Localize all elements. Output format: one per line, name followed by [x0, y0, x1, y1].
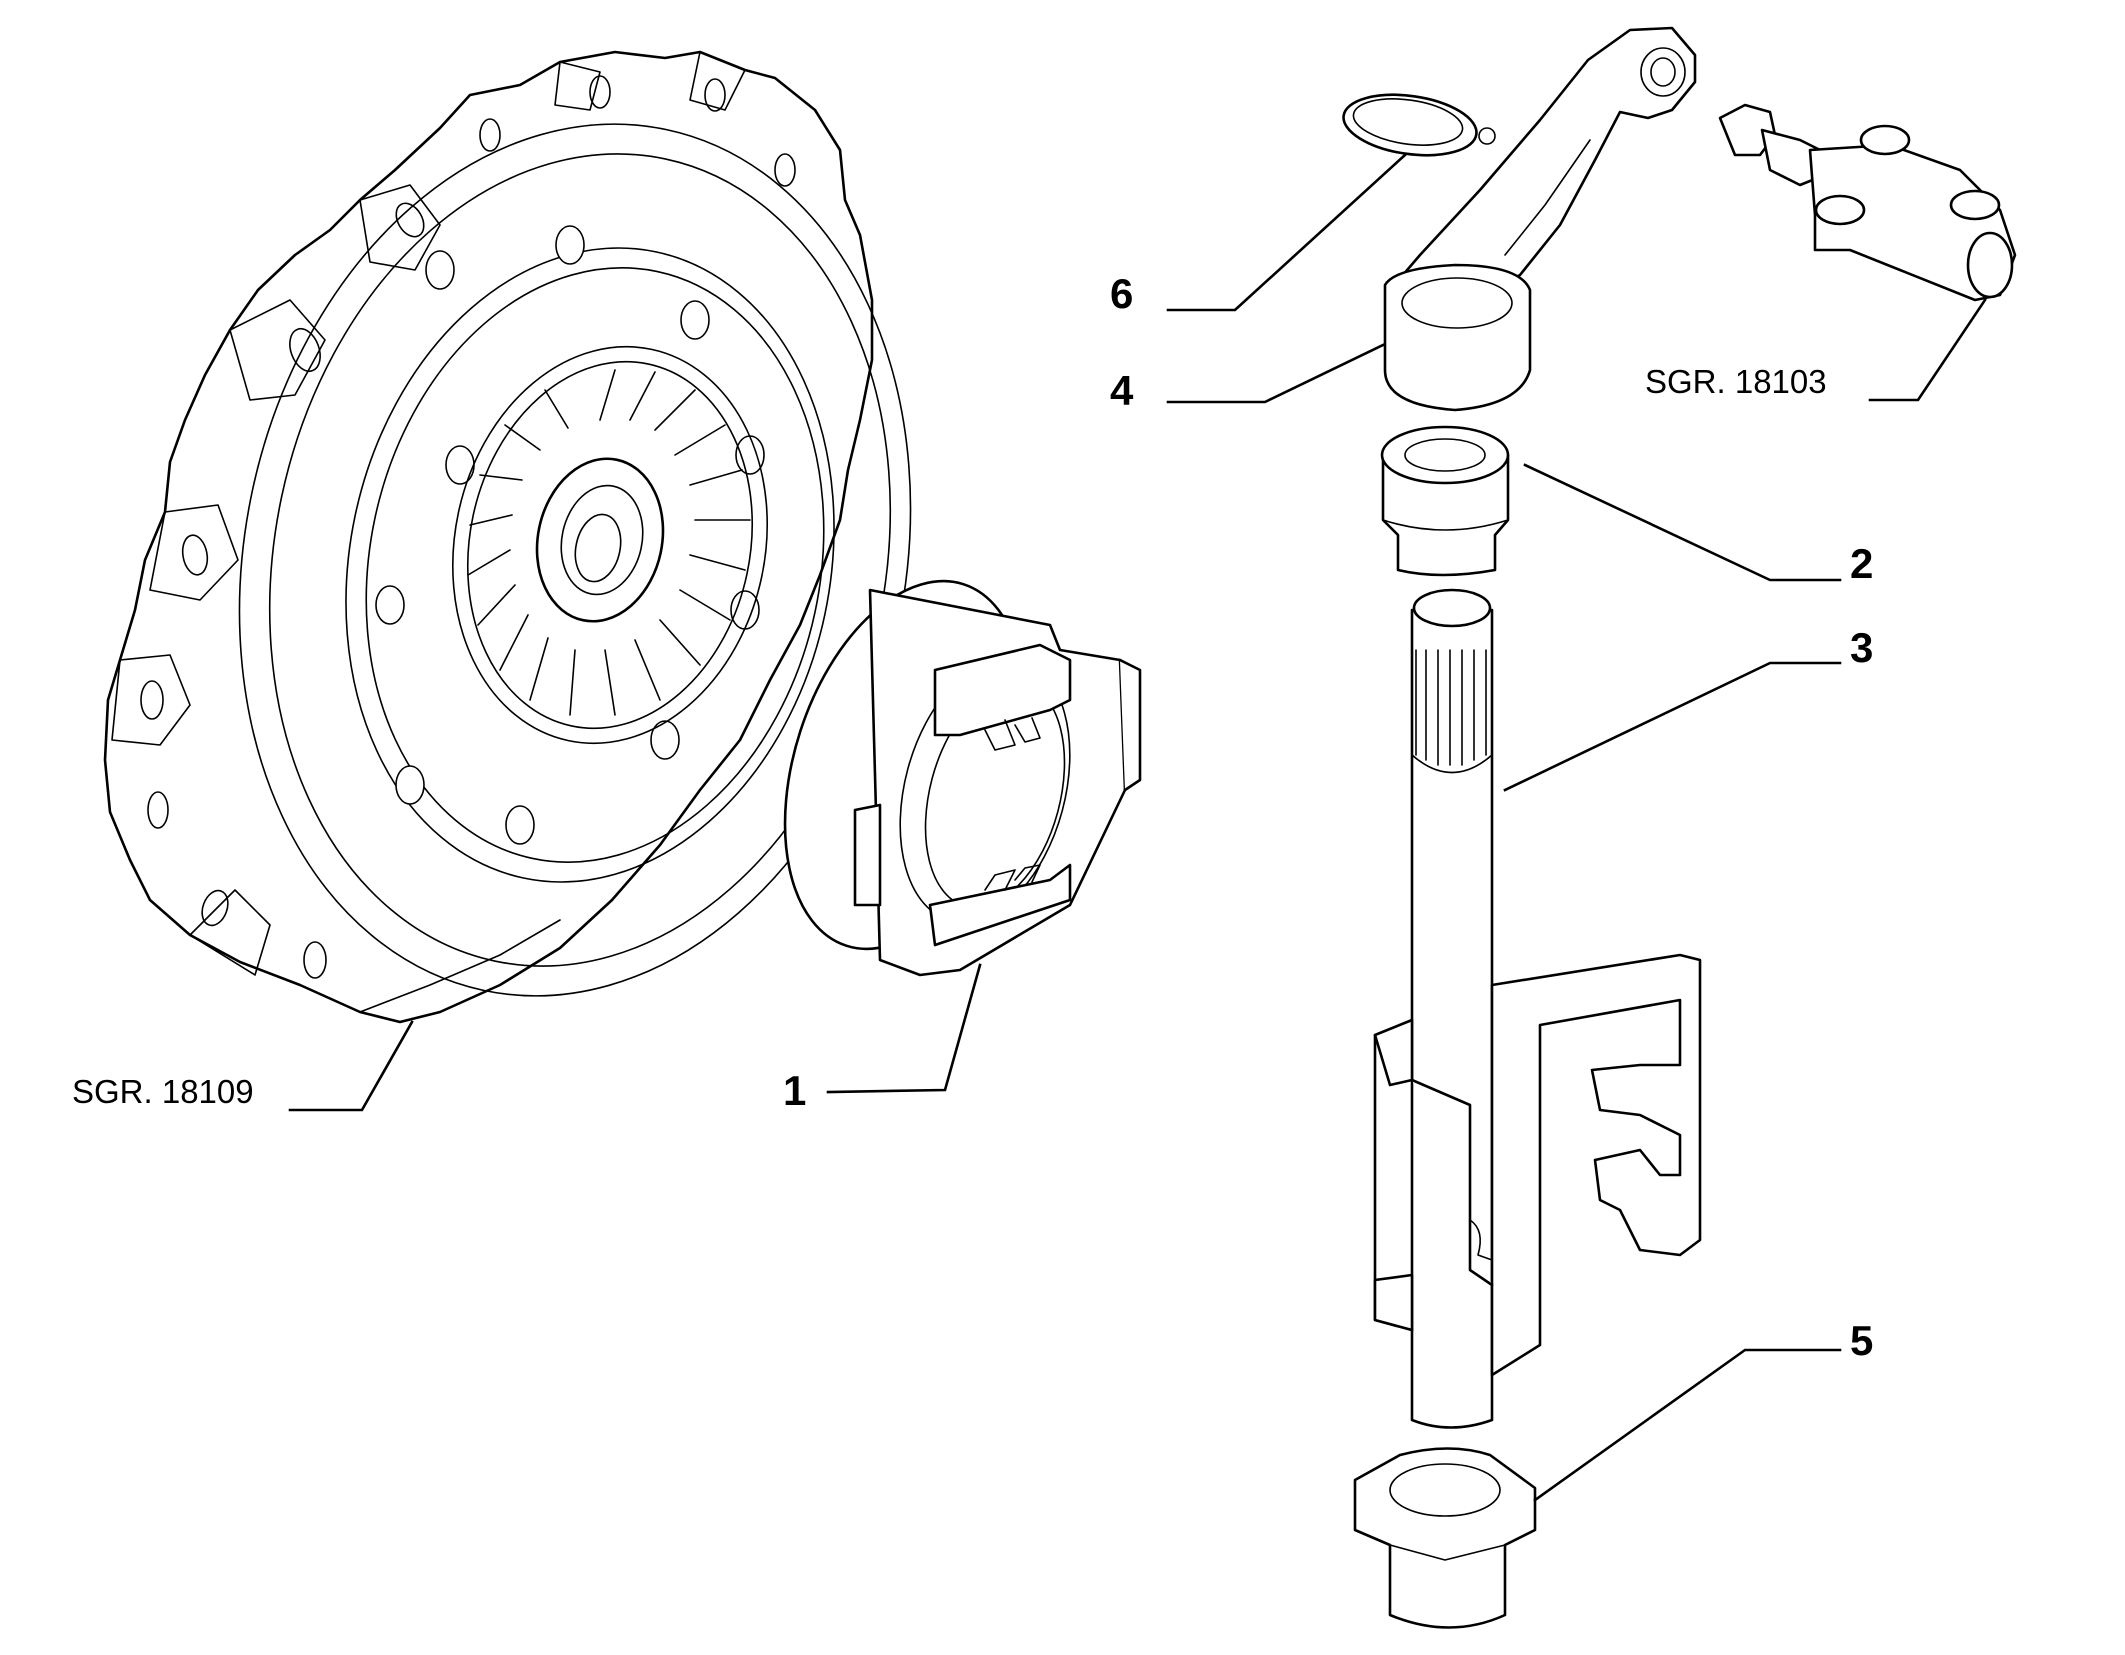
leader-lines — [288, 153, 1987, 1502]
lower-bush-drawing — [1353, 1447, 1537, 1629]
release-bearing-drawing — [783, 579, 1142, 977]
circlip-drawing — [1342, 93, 1496, 157]
callout-5: 5 — [1850, 1317, 1873, 1364]
leader-2 — [1523, 463, 1842, 582]
upper-bush-drawing — [1380, 425, 1510, 577]
reference-sgr-18109: SGR. 18109 — [72, 1073, 254, 1110]
callout-2: 2 — [1850, 540, 1873, 587]
callout-4: 4 — [1110, 367, 1134, 414]
leader-6 — [1166, 153, 1407, 312]
leader-4 — [1166, 343, 1385, 404]
clutch-pressure-plate-drawing — [103, 50, 912, 1024]
leader-5 — [1533, 1348, 1842, 1502]
leader-sgr-18109 — [288, 1020, 414, 1112]
leader-1 — [826, 963, 982, 1094]
callout-3: 3 — [1850, 624, 1873, 671]
release-fork-shaft-drawing — [1373, 588, 1702, 1429]
callout-6: 6 — [1110, 270, 1133, 317]
slave-cylinder-drawing — [1718, 103, 2017, 302]
leader-3 — [1503, 661, 1842, 792]
leader-sgr-18103 — [1868, 298, 1987, 402]
reference-sgr-18103: SGR. 18103 — [1645, 363, 1827, 400]
clutch-lever-drawing — [1383, 26, 1697, 412]
callout-1: 1 — [783, 1067, 806, 1114]
